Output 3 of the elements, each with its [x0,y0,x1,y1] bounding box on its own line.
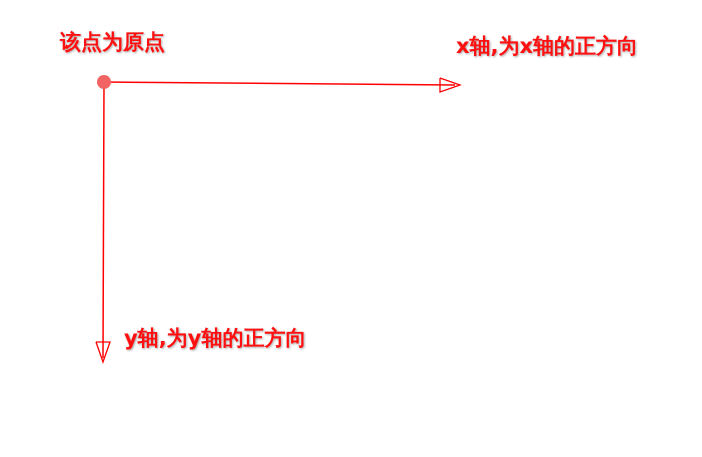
axis-label: y轴,为y轴的正方向 [124,328,306,349]
axis-label: x轴,为x轴的正方向 [456,36,638,57]
origin-label: 该点为原点 [60,32,165,53]
